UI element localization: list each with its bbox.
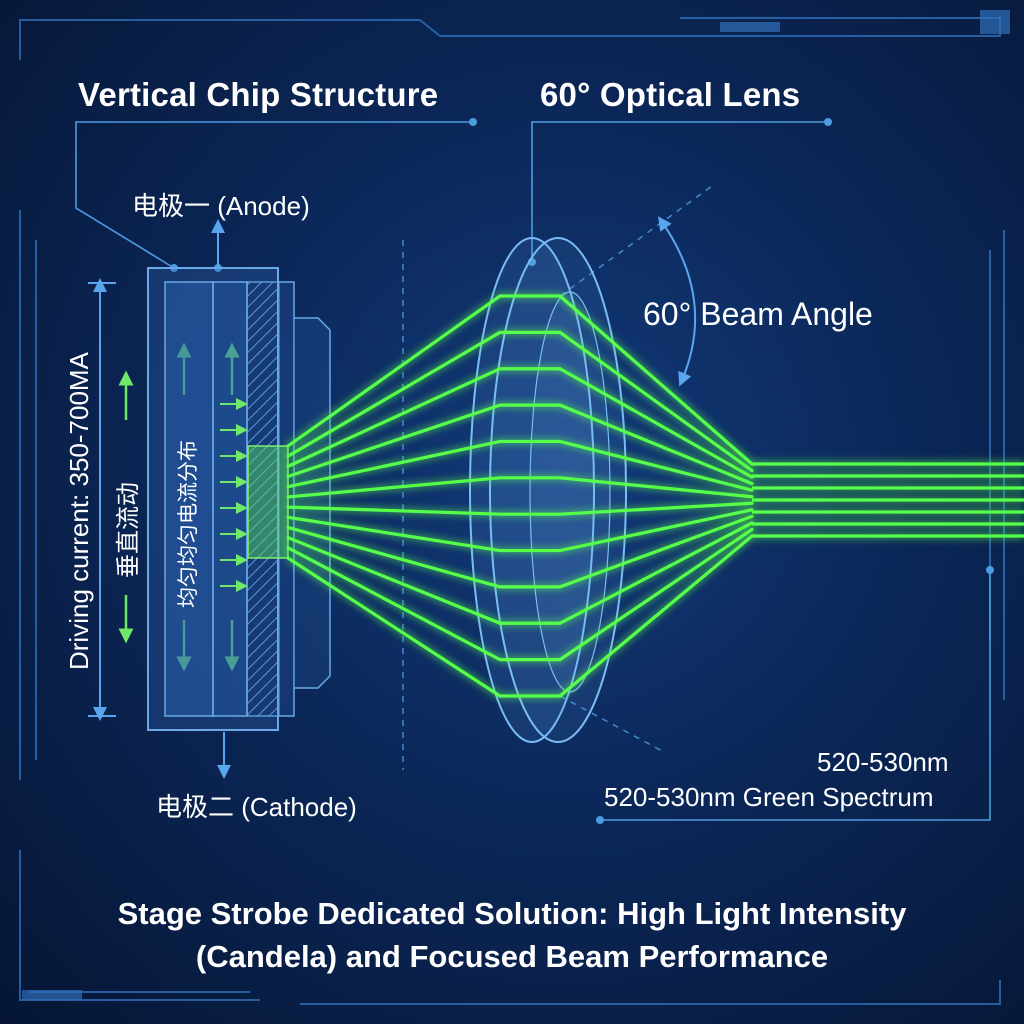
vertical-flow-label: 垂直流动	[115, 482, 142, 578]
anode-label: 电极一 (Anode)	[132, 191, 310, 221]
light-rays	[286, 294, 754, 698]
light-ray	[286, 501, 754, 516]
light-ray	[286, 508, 754, 553]
light-ray	[286, 476, 754, 499]
current-injection-arrows	[220, 398, 248, 592]
light-ray	[286, 534, 754, 698]
emitter-region	[247, 445, 289, 559]
beam-angle-arc	[658, 216, 697, 387]
light-ray	[286, 521, 754, 625]
chip-layer-2	[212, 281, 248, 717]
beam-angle-label: 60° Beam Angle	[643, 296, 873, 332]
cathode-label: 电极二 (Cathode)	[156, 792, 357, 822]
light-ray	[286, 514, 754, 589]
callout-dots	[170, 118, 994, 824]
footer-caption: Stage Strobe Dedicated Solution: High Li…	[0, 892, 1024, 978]
vertical-flow-arrows	[118, 342, 240, 672]
light-ray	[286, 294, 754, 466]
driving-current-label: Driving current: 350-700MA	[64, 352, 94, 670]
chip-mount	[294, 317, 331, 689]
collimated-beam	[752, 462, 1024, 538]
light-ray	[286, 403, 754, 486]
footer-line-1: Stage Strobe Dedicated Solution: High Li…	[117, 896, 907, 931]
light-ray	[286, 330, 754, 473]
light-ray	[286, 527, 754, 662]
dashed-guides	[402, 185, 713, 770]
wavelength-label: 520-530nm	[817, 747, 949, 777]
hud-ticks	[22, 10, 1010, 1000]
chip-housing	[277, 281, 295, 717]
chip-structure	[147, 267, 331, 731]
uniform-distribution-label: 均匀均匀电流分布	[177, 440, 200, 608]
light-ray	[286, 439, 754, 492]
optical-lens	[469, 237, 627, 743]
lens-inner-surface	[529, 291, 611, 693]
lens-front-rim	[489, 237, 627, 743]
callout-lines	[75, 121, 991, 821]
green-spectrum-label: 520-530nm Green Spectrum	[604, 782, 934, 812]
chip-structure-title: Vertical Chip Structure	[78, 76, 439, 113]
footer-line-2: (Candela) and Focused Beam Performance	[195, 939, 829, 974]
lens-back-rim	[469, 237, 595, 743]
chip-hatched-layer	[246, 281, 280, 717]
optical-lens-title: 60° Optical Lens	[540, 76, 801, 113]
light-ray	[286, 367, 754, 479]
